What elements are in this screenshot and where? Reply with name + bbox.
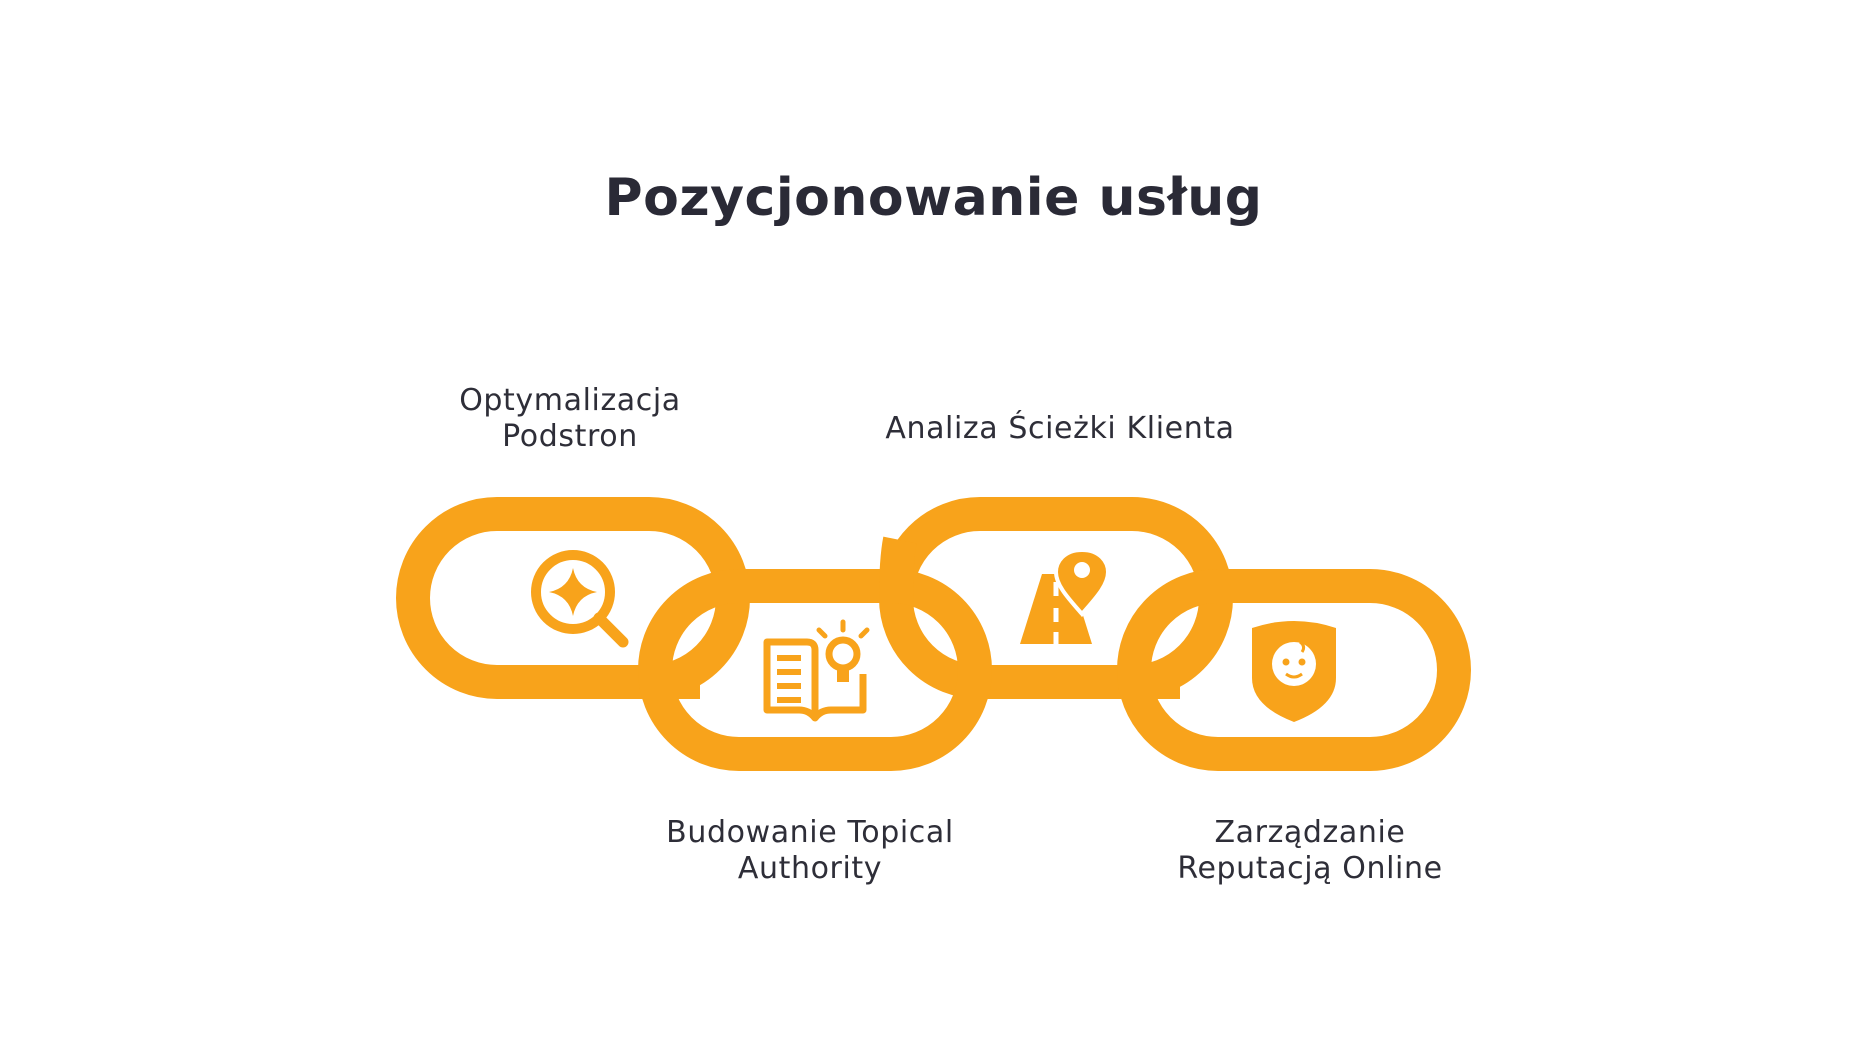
label-analiza-sciezki-klienta: Analiza Ścieżki Klienta: [820, 411, 1300, 447]
label-budowanie-topical-authority: Budowanie Topical Authority: [640, 815, 980, 887]
label-line: Optymalizacja: [459, 383, 681, 418]
search-sparkle-icon: [531, 550, 629, 648]
chain-overlaps: [650, 536, 1180, 699]
book-lightbulb-icon: [763, 619, 870, 722]
label-optymalizacja-podstron: Optymalizacja Podstron: [420, 383, 720, 455]
label-line: Analiza Ścieżki Klienta: [885, 411, 1235, 446]
label-line: Podstron: [502, 419, 638, 454]
label-line: Authority: [737, 851, 883, 886]
label-line: Zarządzanie: [1214, 815, 1406, 850]
label-zarzadzanie-reputacja-online: Zarządzanie Reputacją Online: [1140, 815, 1480, 887]
shield-face-icon: [1252, 621, 1336, 722]
page-title: Pozycjonowanie usług: [604, 168, 1263, 228]
label-line: Reputacją Online: [1177, 851, 1443, 886]
road-location-pin-icon: [1020, 547, 1111, 644]
chain-overlap: [879, 536, 917, 601]
label-line: Budowanie Topical: [666, 815, 954, 850]
